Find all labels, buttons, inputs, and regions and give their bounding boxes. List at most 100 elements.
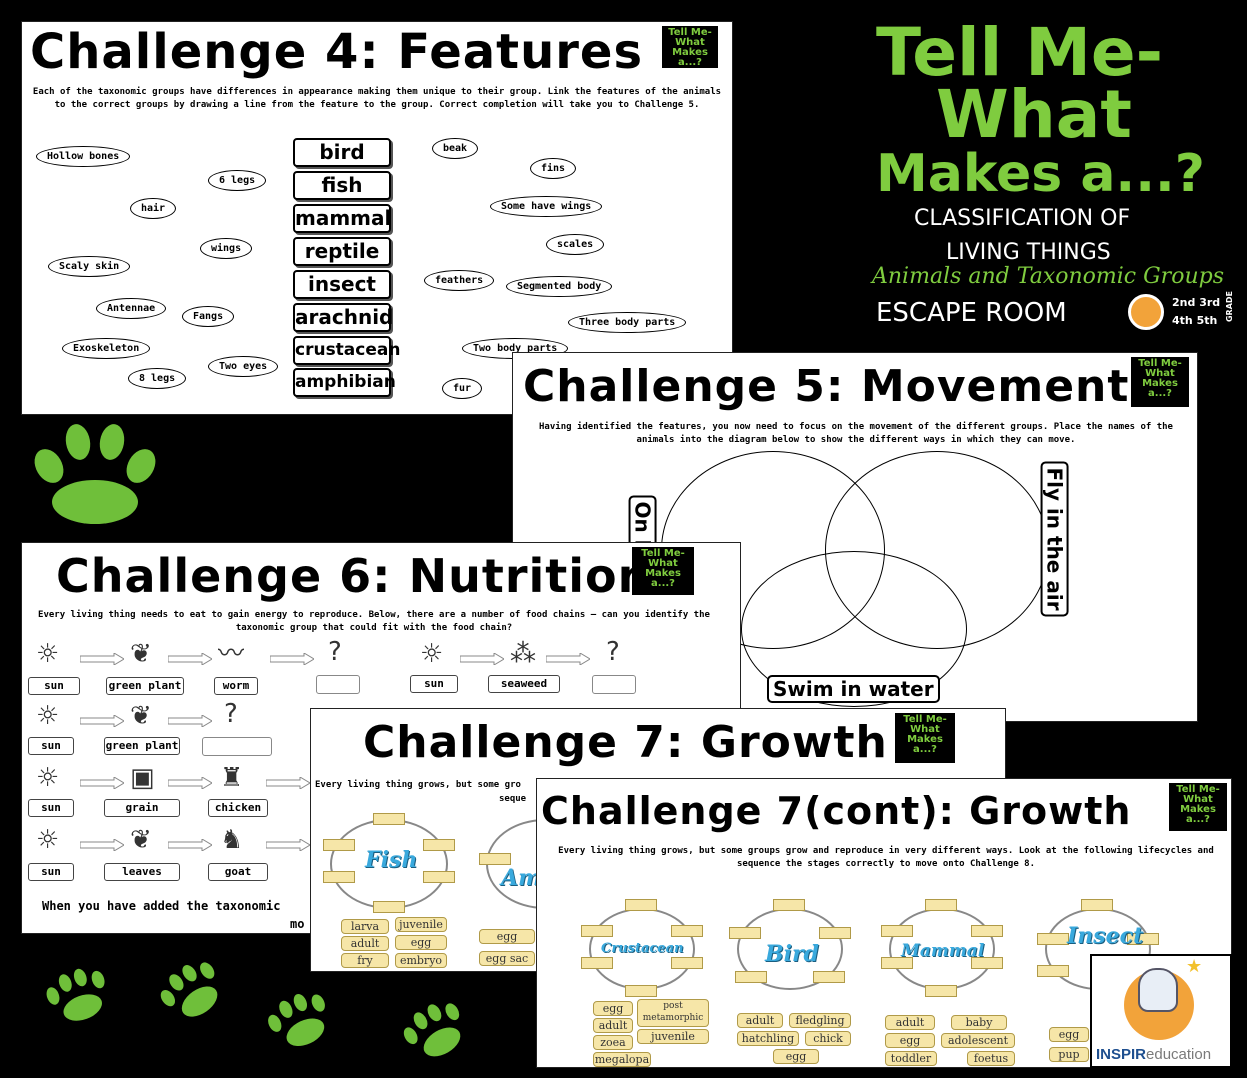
answer-box[interactable] — [316, 675, 360, 694]
word-chip[interactable]: fledgling — [789, 1013, 851, 1028]
cycle-name-mammal: Mammal — [901, 941, 985, 961]
stage-box[interactable] — [881, 925, 913, 937]
feature-cloud[interactable]: fins — [530, 158, 577, 179]
feature-cloud[interactable]: scales — [546, 234, 605, 255]
feature-cloud[interactable]: 8 legs — [128, 368, 187, 389]
grain-sack-icon: ▣ — [130, 763, 155, 793]
word-chip[interactable]: zoea — [593, 1035, 633, 1050]
group-amphibian[interactable]: amphibian — [293, 368, 396, 397]
chain-label: sun — [28, 737, 74, 755]
group-fish[interactable]: fish — [293, 171, 391, 200]
inspire-brand-2: education — [1146, 1046, 1212, 1063]
stage-box[interactable] — [729, 927, 761, 939]
feature-cloud[interactable]: fur — [442, 378, 483, 399]
cycle-name-insect: Insect — [1067, 923, 1144, 949]
feature-cloud[interactable]: feathers — [424, 270, 495, 291]
arrow-icon — [168, 839, 212, 851]
plant-icon: ❦ — [130, 701, 152, 731]
stage-box[interactable] — [479, 853, 511, 865]
feature-cloud[interactable]: Exoskeleton — [62, 338, 151, 359]
feature-cloud[interactable]: Antennae — [96, 298, 167, 319]
word-chip[interactable]: juvenile — [395, 917, 447, 932]
group-insect[interactable]: insect — [293, 270, 391, 299]
feature-cloud[interactable]: Segmented body — [506, 276, 613, 297]
stage-box[interactable] — [971, 957, 1003, 969]
arrow-icon — [80, 839, 124, 851]
stage-box[interactable] — [373, 813, 405, 825]
word-chip[interactable]: toddler — [885, 1051, 937, 1066]
word-chip[interactable]: megalopa — [593, 1052, 651, 1067]
word-chip[interactable]: adolescent — [941, 1033, 1015, 1048]
word-chip[interactable]: adult — [737, 1013, 783, 1028]
plant-icon: ❦ — [130, 639, 152, 669]
feature-cloud[interactable]: hair — [130, 198, 177, 219]
stage-box[interactable] — [1127, 933, 1159, 945]
stage-box[interactable] — [925, 985, 957, 997]
brand-title-line-1: Tell Me- — [876, 14, 1164, 91]
stage-box[interactable] — [813, 971, 845, 983]
stage-box[interactable] — [735, 971, 767, 983]
word-chip[interactable]: adult — [341, 936, 389, 951]
stage-box[interactable] — [373, 901, 405, 913]
word-chip[interactable]: foetus — [967, 1051, 1015, 1066]
chain-label: green plant — [104, 737, 180, 755]
group-crustacean[interactable]: crustacean — [293, 336, 400, 365]
word-chip[interactable]: baby — [951, 1015, 1007, 1030]
stage-box[interactable] — [581, 925, 613, 937]
stage-box[interactable] — [671, 925, 703, 937]
word-chip[interactable]: egg — [1049, 1027, 1089, 1042]
grade-1: 2nd 3rd — [1172, 296, 1221, 309]
word-chip[interactable]: larva — [341, 919, 389, 934]
word-chip[interactable]: chick — [805, 1031, 851, 1046]
group-reptile[interactable]: reptile — [293, 237, 391, 266]
stage-box[interactable] — [1081, 899, 1113, 911]
stage-box[interactable] — [625, 985, 657, 997]
word-chip[interactable]: egg sac — [479, 951, 535, 966]
group-mammal[interactable]: mammal — [293, 204, 391, 233]
stage-box[interactable] — [971, 925, 1003, 937]
stage-box[interactable] — [625, 899, 657, 911]
word-chip[interactable]: embryo — [395, 953, 447, 968]
feature-cloud[interactable]: 6 legs — [208, 170, 267, 191]
stage-box[interactable] — [1037, 933, 1069, 945]
feature-cloud[interactable]: wings — [200, 238, 253, 259]
stage-box[interactable] — [423, 839, 455, 851]
paw-print-small-3 — [262, 985, 342, 1065]
group-bird[interactable]: bird — [293, 138, 391, 167]
group-arachnid[interactable]: arachnid — [293, 303, 393, 332]
stage-box[interactable] — [323, 871, 355, 883]
feature-cloud[interactable]: Three body parts — [568, 312, 687, 333]
answer-box[interactable] — [592, 675, 636, 694]
word-chip[interactable]: fry — [341, 953, 389, 968]
feature-cloud[interactable]: Some have wings — [490, 196, 603, 217]
feature-cloud[interactable]: beak — [432, 138, 479, 159]
feature-cloud[interactable]: Fangs — [182, 306, 235, 327]
stage-box[interactable] — [819, 927, 851, 939]
stage-box[interactable] — [323, 839, 355, 851]
stage-box[interactable] — [925, 899, 957, 911]
chain-label: chicken — [208, 799, 268, 817]
stage-box[interactable] — [581, 957, 613, 969]
feature-cloud[interactable]: Two eyes — [208, 356, 279, 377]
word-chip[interactable]: egg — [395, 935, 447, 950]
word-chip[interactable]: egg — [885, 1033, 935, 1048]
word-chip[interactable]: adult — [593, 1018, 633, 1033]
word-chip[interactable]: egg — [479, 929, 535, 944]
stage-box[interactable] — [671, 957, 703, 969]
stage-box[interactable] — [881, 957, 913, 969]
feature-cloud[interactable]: Scaly skin — [48, 256, 131, 277]
lifecycle-insect: Insect — [1033, 897, 1163, 1001]
stage-box[interactable] — [423, 871, 455, 883]
word-chip[interactable]: pup — [1049, 1047, 1089, 1062]
feature-cloud[interactable]: Hollow bones — [36, 146, 131, 167]
word-chip[interactable]: hatchling — [737, 1031, 799, 1046]
word-chip[interactable]: juvenile — [637, 1029, 709, 1044]
word-chip[interactable]: egg — [593, 1001, 633, 1016]
word-chip[interactable]: adult — [885, 1015, 935, 1030]
word-chip[interactable]: post metamorphic — [637, 999, 709, 1027]
stage-box[interactable] — [773, 899, 805, 911]
word-chip[interactable]: egg — [773, 1049, 819, 1064]
answer-box[interactable] — [202, 737, 272, 756]
stage-box[interactable] — [1037, 965, 1069, 977]
